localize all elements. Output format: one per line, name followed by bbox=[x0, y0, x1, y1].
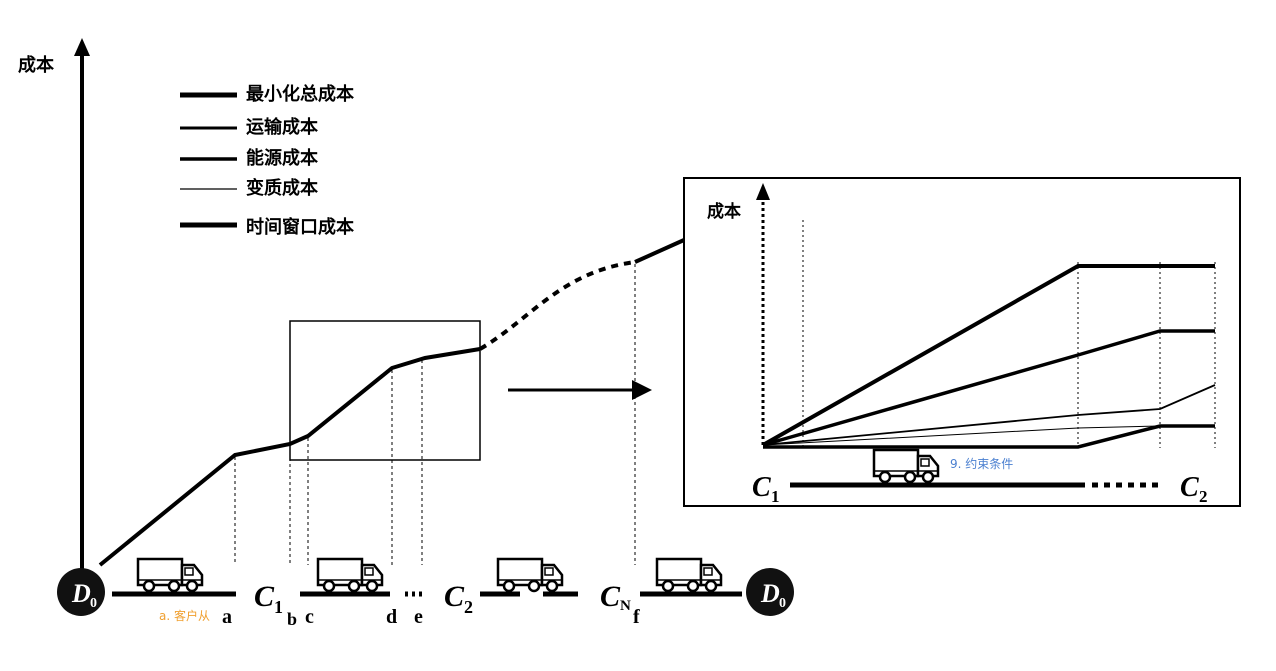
svg-text:0: 0 bbox=[90, 596, 97, 611]
svg-text:C: C bbox=[600, 580, 621, 613]
main-y-axis-arrowhead bbox=[74, 38, 90, 56]
truck-icon bbox=[655, 557, 723, 593]
point-label-b: b bbox=[287, 609, 297, 629]
svg-text:2: 2 bbox=[464, 597, 473, 617]
truck-icon bbox=[872, 448, 940, 484]
inset-customer-1-label: C 1 bbox=[752, 472, 780, 506]
zoom-arrow-head bbox=[632, 380, 652, 400]
orange-annotation: a. 客户从 bbox=[159, 608, 210, 623]
legend-label-deterioration: 变质成本 bbox=[246, 177, 318, 199]
inset-y-axis-arrowhead bbox=[756, 183, 770, 200]
svg-text:C: C bbox=[254, 580, 275, 613]
depot-end: D 0 bbox=[746, 568, 794, 616]
svg-text:C: C bbox=[752, 472, 771, 503]
point-label-c: c bbox=[305, 606, 314, 628]
truck-icon bbox=[136, 557, 204, 593]
point-label-d: d bbox=[386, 606, 397, 628]
inset-y-axis-label: 成本 bbox=[707, 201, 741, 222]
inset-line-transport bbox=[762, 384, 1216, 446]
customer-n-label: C N bbox=[600, 580, 631, 614]
inset-line-total bbox=[762, 264, 1215, 447]
svg-text:D: D bbox=[71, 579, 91, 608]
legend-label-transport: 运输成本 bbox=[246, 116, 318, 138]
truck-icon bbox=[496, 557, 564, 593]
svg-text:1: 1 bbox=[274, 597, 283, 617]
truck-icon bbox=[316, 557, 384, 593]
legend-label-time-window: 时间窗口成本 bbox=[246, 216, 354, 238]
inset-panel: 成本 C 1 C 2 9. 约束条件 bbox=[683, 177, 1241, 507]
inset-line-time-window bbox=[763, 424, 1215, 449]
svg-text:2: 2 bbox=[1199, 487, 1208, 506]
svg-text:C: C bbox=[1180, 472, 1199, 503]
customer-2-label: C 2 bbox=[444, 580, 473, 617]
depot-start: D 0 bbox=[57, 568, 105, 616]
inset-line-energy bbox=[762, 329, 1215, 447]
main-y-axis-label: 成本 bbox=[18, 54, 54, 76]
cumulative-cost-curve bbox=[98, 347, 481, 567]
blue-annotation: 9. 约束条件 bbox=[950, 456, 1013, 471]
svg-text:N: N bbox=[620, 598, 631, 614]
inset-line-deterioration bbox=[762, 425, 1161, 446]
customer-1-label: C 1 bbox=[254, 580, 283, 617]
svg-text:D: D bbox=[760, 579, 780, 608]
svg-text:C: C bbox=[444, 580, 465, 613]
zoom-box bbox=[289, 320, 481, 461]
point-label-f: f bbox=[633, 606, 640, 628]
svg-text:0: 0 bbox=[779, 596, 786, 611]
inset-customer-2-label: C 2 bbox=[1180, 472, 1208, 506]
legend: 最小化总成本 运输成本 能源成本 变质成本 时间窗口成本 bbox=[180, 83, 354, 238]
legend-label-total: 最小化总成本 bbox=[246, 83, 354, 105]
point-label-a: a bbox=[222, 606, 232, 628]
guide-lines bbox=[234, 264, 636, 565]
cumulative-cost-curve-dashed bbox=[478, 260, 636, 351]
svg-text:1: 1 bbox=[771, 487, 780, 506]
legend-label-energy: 能源成本 bbox=[246, 147, 318, 169]
point-label-e: e bbox=[414, 606, 423, 628]
cumulative-cost-curve-tail bbox=[634, 238, 685, 264]
